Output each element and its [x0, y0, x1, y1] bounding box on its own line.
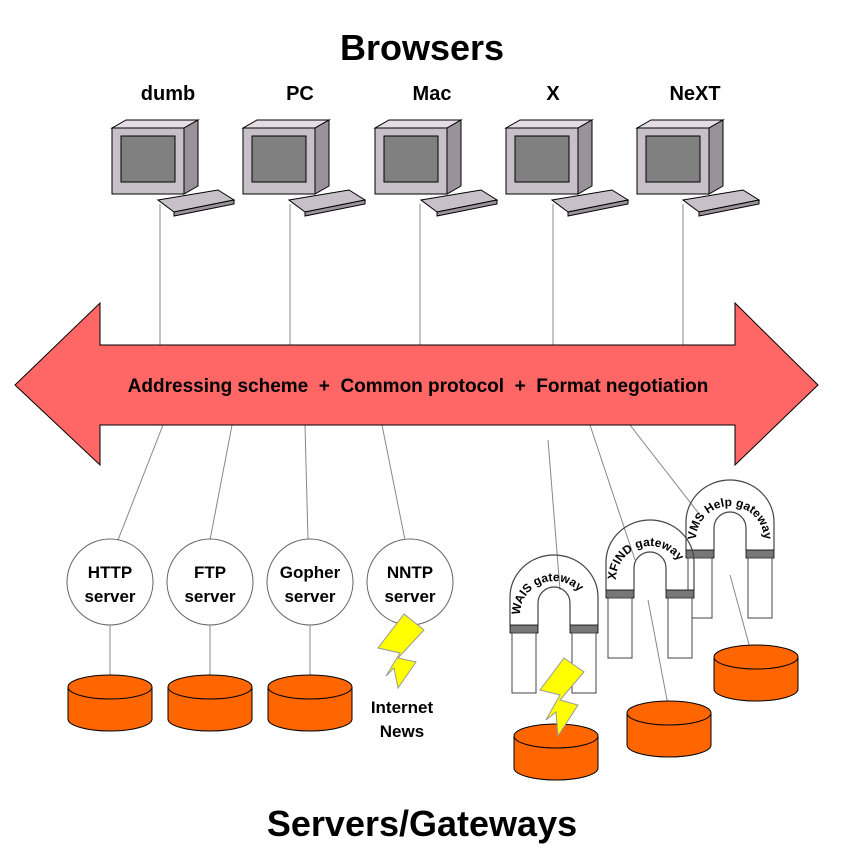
servers-gateways-title: Servers/Gateways	[267, 803, 577, 844]
arrow-text: Addressing scheme + Common protocol + Fo…	[128, 376, 709, 397]
protocol-arrow	[14, 301, 819, 467]
http-server-node	[66, 538, 154, 626]
computer-dumb-icon	[111, 119, 235, 217]
xfind-gateway: XFIND gateway	[605, 519, 695, 659]
browser-label-dumb: dumb	[141, 83, 195, 105]
browser-label-pc: PC	[286, 83, 314, 105]
wais-database-icon	[513, 723, 599, 781]
gopher-database-icon	[267, 674, 353, 732]
nntp-lightning-icon	[377, 613, 425, 690]
ftp-server-label-1: FTP	[194, 563, 226, 582]
vms-help-gateway-label: VMS Help gateway	[685, 495, 775, 540]
computer-x-icon	[505, 119, 629, 217]
http-server-label-2: server	[84, 587, 135, 606]
browser-connectors	[159, 204, 684, 345]
browser-label-next: NeXT	[669, 83, 720, 105]
vms-database-icon	[713, 644, 799, 702]
xfind-gateway-label: XFIND gateway	[605, 535, 687, 581]
gopher-server-label-1: Gopher	[280, 563, 341, 582]
http-server-label-1: HTTP	[88, 563, 132, 582]
xfind-database-icon	[626, 700, 712, 758]
nntp-server-label-1: NNTP	[387, 563, 433, 582]
gopher-server-label-2: server	[284, 587, 335, 606]
browsers-title: Browsers	[340, 27, 504, 68]
internet-news-label-2: News	[380, 722, 424, 741]
browser-label-mac: Mac	[413, 83, 452, 105]
vms-help-gateway: VMS Help gateway	[685, 479, 775, 619]
nntp-server-label-2: server	[384, 587, 435, 606]
computer-mac-icon	[374, 119, 498, 217]
computer-next-icon	[636, 119, 760, 217]
http-database-icon	[67, 674, 153, 732]
gopher-server-node	[266, 538, 354, 626]
computer-pc-icon	[242, 119, 366, 217]
wais-gateway-label: WAIS gateway	[509, 570, 587, 616]
ftp-database-icon	[167, 674, 253, 732]
internet-news-label-1: Internet	[371, 698, 434, 717]
nntp-server-node	[366, 538, 454, 626]
ftp-server-node	[166, 538, 254, 626]
server-connectors	[109, 424, 751, 706]
wais-lightning-icon	[539, 657, 585, 738]
browser-label-x: X	[546, 83, 560, 105]
ftp-server-label-2: server	[184, 587, 235, 606]
